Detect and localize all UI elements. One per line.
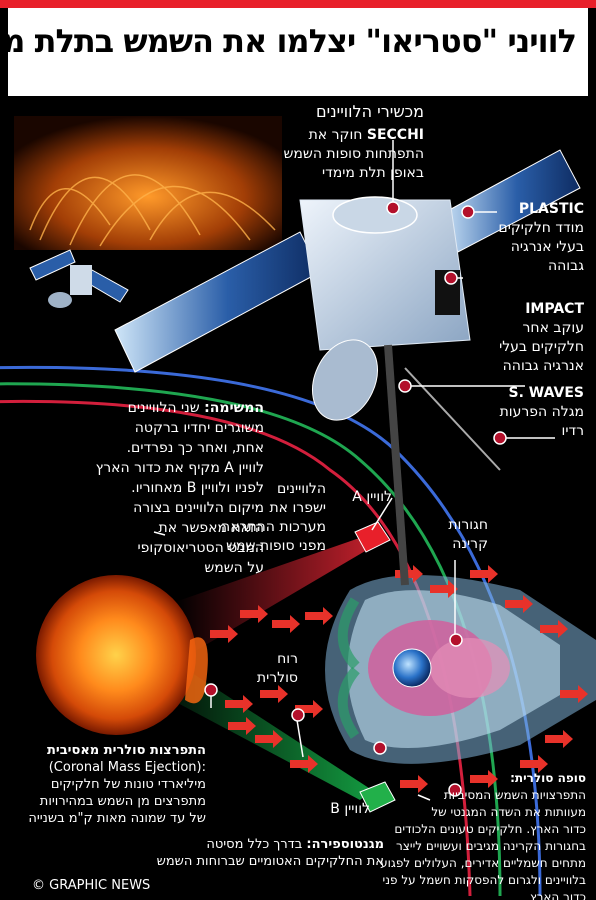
radiation-belts-label: חגורות קרינה: [418, 516, 488, 554]
plastic-label: PLASTIC מודד חלקיקים בעלי אנרגיה גבוהה: [488, 200, 584, 276]
mission-text: המשימה: שני הלוויינים משוגרים יחדיו ברקט…: [30, 398, 264, 578]
mission-line-1: משוגרים יחדיו ברקטה: [134, 420, 264, 436]
plastic-desc-0: מודד חלקיקים: [498, 220, 584, 236]
satellite-b-label: לוויין B: [330, 801, 370, 817]
top-accent-bar: [0, 0, 596, 8]
storm-line-1: מעוותות את השדה המגנטי של: [431, 805, 586, 819]
magnetosphere-heading: מגנטוספירה:: [306, 837, 384, 852]
magnetosphere-line-0: בדרך כלל מסיטה: [206, 837, 303, 852]
secchi-label: SECCHI חוקר את התפתחות סופות השמש באופן …: [283, 126, 424, 183]
main-satellite: [114, 149, 581, 586]
marker-storm: [448, 783, 462, 797]
impact-label: IMPACT עוקב אחר חלקיקים בעלי אנרגיה גבוה…: [478, 300, 584, 376]
secchi-desc-2: באופן תלת מימדי: [321, 165, 424, 181]
mission-line-3: לוויין A מקיף את כדור הארץ: [95, 460, 264, 476]
sun: [36, 575, 196, 735]
marker-swaves-b: [493, 431, 507, 445]
instruments-heading: מכשירי הלוויינים: [316, 102, 424, 121]
plastic-desc-2: גבוהה: [548, 258, 584, 274]
satellite-a-label: לוויין A: [352, 489, 392, 505]
swaves-label: S. WAVES מגלה הפרעות רדיו: [488, 384, 584, 441]
title-bar: לוויני "סטריאו" יצלמו את השמש בתלת מימד: [0, 8, 588, 96]
impact-desc-1: חלקיקים בעלי: [499, 339, 584, 355]
solar-wind-label: רוח סולרית: [236, 650, 298, 688]
solar-loop-arcs: [29, 174, 276, 247]
mission-line-2: אחת, ואחר כך נפרדים.: [126, 440, 264, 456]
solar-wind-line-1: סולרית: [256, 670, 298, 686]
cme-line-0: מיליארדי טונות של חלקיקים: [50, 777, 206, 792]
marker-impact: [444, 271, 458, 285]
small-satellite: [29, 249, 129, 308]
cme-heading: התפרצות סולרית מאסיבית: [47, 743, 206, 758]
marker-cme: [204, 683, 218, 697]
impact-desc-2: אנרגיה גבוהה: [502, 358, 584, 374]
warning-line-2: מערכות ההתראה: [221, 519, 326, 535]
secchi-name: SECCHI: [366, 127, 424, 143]
plastic-name: PLASTIC: [518, 201, 584, 217]
marker-secchi: [386, 201, 400, 215]
solar-flare: [185, 637, 208, 704]
storm-line-4: מתחים חשמליים אדירים, העלולים לפגוע: [380, 856, 586, 870]
satellite-b-icon: [359, 781, 396, 813]
marker-magnetosphere: [373, 741, 387, 755]
storm-heading: סופה סולרית:: [510, 771, 586, 785]
magnetosphere-text: מגנטוספירה: בדרך כלל מסיטה את החלקיקים ה…: [148, 836, 384, 870]
solar-wind-arrows: [210, 565, 588, 793]
cme-english: (Coronal Mass Ejection):: [48, 760, 206, 775]
warning-line-0: הלוויינים: [276, 481, 326, 497]
cme-text: התפרצות סולרית מאסיבית (Coronal Mass Eje…: [20, 742, 206, 827]
impact-desc-0: עוקב אחר: [522, 320, 584, 336]
storm-line-5: בלוויינים ולגרום להפסקות חשמל על פני: [382, 873, 586, 887]
marker-plastic: [461, 205, 475, 219]
plastic-desc-1: בעלי אנרגיה: [510, 239, 584, 255]
mission-line-7: המבט הסטריאוסקופי: [137, 540, 265, 556]
mission-line-0: שני הלוויינים: [127, 400, 200, 416]
markers: [204, 201, 507, 797]
earth: [392, 648, 432, 688]
marker-solar-wind: [291, 708, 305, 722]
storm-text: סופה סולרית: התפרצויות השמש המסיביות מעו…: [380, 770, 586, 900]
mission-line-8: על השמש: [204, 560, 264, 576]
beam-satellite-a: [175, 535, 372, 660]
swaves-name: S. WAVES: [508, 385, 584, 401]
belts-line-0: חגורות: [448, 517, 488, 533]
storm-line-0: התפרצויות השמש המסיביות: [443, 788, 586, 802]
mission-heading: המשימה:: [204, 400, 264, 416]
cme-line-2: של עד שמונה מאות ק"מ בשנייה: [28, 811, 206, 826]
cme-line-1: מתפרצים מן השמש במהירויות: [39, 794, 206, 809]
warning-line-1: ישפרו את: [269, 500, 326, 516]
magnetosphere-line-1: את החלקיקים האטומיים שברוחות השמש: [156, 854, 384, 869]
solar-wind-line-0: רוח: [277, 651, 298, 667]
page-title: לוויני "סטריאו" יצלמו את השמש בתלת מימד: [0, 22, 577, 60]
mission-line-6: הזאת מאפשר את: [158, 520, 264, 536]
beam-satellite-b: [172, 660, 372, 800]
credit: © GRAPHIC NEWS: [32, 878, 151, 893]
swaves-desc-1: רדיו: [561, 423, 585, 439]
mission-line-4: לפניו ולוויין B מאחוריו.: [131, 480, 264, 496]
mission-line-5: מיקום הלוויינים בצורה: [133, 500, 264, 516]
secchi-desc-1: התפתחות סופות השמש: [283, 146, 424, 162]
swaves-desc-0: מגלה הפרעות: [499, 404, 584, 420]
storm-line-6: כדור הארץ: [530, 890, 586, 900]
impact-name: IMPACT: [525, 301, 584, 317]
belts-line-1: קרינה: [452, 536, 488, 552]
storm-line-3: בחגורות הקרינה מגיבים ועשויים לייצר: [396, 839, 586, 853]
storm-line-2: כדור הארץ. חלקיקים טעונים הלכודים: [394, 822, 586, 836]
warning-line-3: מפני סופות שמש: [226, 538, 326, 554]
warning-text: הלוויינים ישפרו את מערכות ההתראה מפני סו…: [196, 480, 326, 556]
marker-belts: [449, 633, 463, 647]
marker-swaves-a: [398, 379, 412, 393]
satellite-a-icon: [354, 497, 393, 553]
secchi-desc-0: חוקר את: [308, 127, 363, 143]
